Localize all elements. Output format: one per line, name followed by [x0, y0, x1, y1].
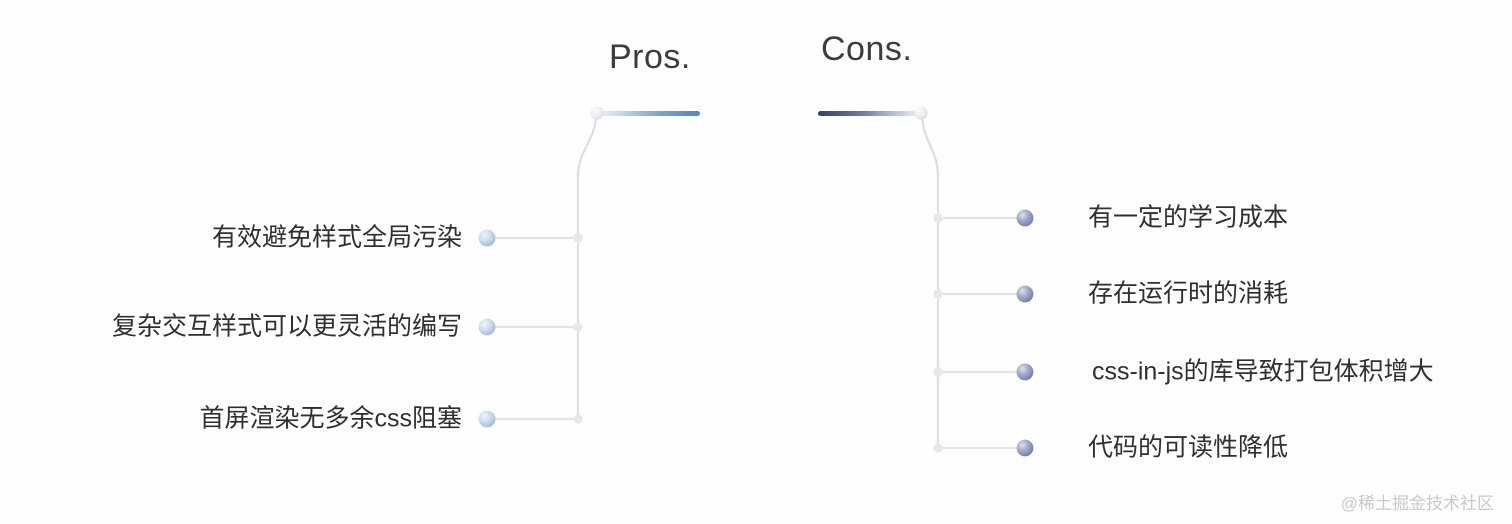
cons-heading: Cons.: [821, 30, 913, 68]
pros-root-dot: [590, 106, 604, 120]
pros-leaf-dot-3: [478, 410, 496, 428]
pros-junction-dot-2: [573, 322, 583, 332]
cons-leaf-dot-3: [1016, 363, 1034, 381]
cons-junction-dot-1: [933, 213, 943, 223]
cons-root-curve: [920, 113, 940, 177]
pros-leaf-label-2: 复杂交互样式可以更灵活的编写: [111, 312, 462, 341]
pros-leaf-label-3: 首屏渲染无多余css阻塞: [199, 404, 462, 433]
cons-leaf-dot-1: [1016, 209, 1034, 227]
watermark: @稀土掘金技术社区: [1340, 494, 1494, 513]
cons-leaf-dot-2: [1016, 285, 1034, 303]
pros-heading: Pros.: [609, 38, 691, 76]
pros-leaf-label-1: 有效避免样式全局污染: [211, 223, 462, 252]
pros-root-curve: [576, 113, 598, 177]
pros-leaf-dot-2: [478, 318, 496, 336]
cons-leaf-label-2: 存在运行时的消耗: [1088, 279, 1289, 308]
cons-leaf-label-1: 有一定的学习成本: [1088, 203, 1289, 232]
cons-junction-dot-4: [933, 443, 943, 453]
cons-junction-dot-2: [933, 289, 943, 299]
cons-leaf-dot-4: [1016, 439, 1034, 457]
cons-topic-bar: [818, 111, 922, 116]
cons-root-dot: [914, 106, 928, 120]
pros-leaf-dot-1: [478, 229, 496, 247]
pros-topic-bar: [596, 111, 700, 116]
cons-leaf-label-4: 代码的可读性降低: [1088, 433, 1289, 462]
pros-junction-dot-3: [573, 414, 583, 424]
pros-junction-dot-1: [573, 233, 583, 243]
cons-junction-dot-3: [933, 367, 943, 377]
cons-leaf-label-3: css-in-js的库导致打包体积增大: [1092, 357, 1434, 386]
